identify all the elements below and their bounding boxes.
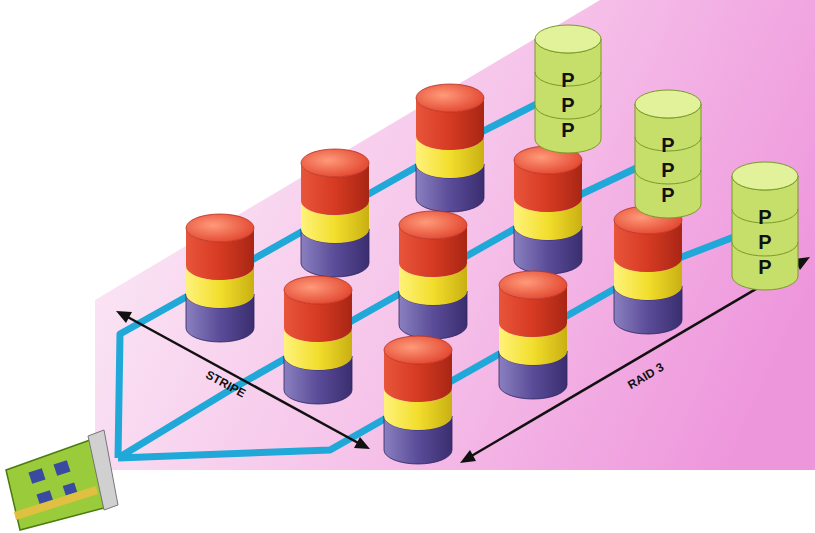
data-disk bbox=[499, 271, 567, 399]
data-disk bbox=[399, 211, 467, 339]
cable bbox=[118, 88, 568, 458]
background-panel bbox=[95, 0, 815, 470]
parity-disk: P P P bbox=[534, 24, 602, 154]
cables bbox=[118, 88, 765, 458]
data-disk bbox=[284, 276, 352, 404]
parity-label: P P P bbox=[558, 68, 578, 143]
data-disks bbox=[186, 84, 682, 464]
controller-card bbox=[6, 430, 118, 530]
stripe-label: STRIPE bbox=[204, 368, 249, 401]
data-disk bbox=[614, 206, 682, 334]
data-disk bbox=[186, 214, 254, 342]
parity-label: P P P bbox=[658, 133, 678, 208]
parity-disk: P P P bbox=[634, 89, 702, 219]
data-disk bbox=[416, 84, 484, 212]
parity-label: P P P bbox=[755, 205, 775, 280]
data-disk bbox=[301, 149, 369, 277]
stripe-arrow bbox=[116, 311, 370, 449]
data-disk bbox=[384, 336, 452, 464]
parity-disk: P P P bbox=[731, 161, 799, 291]
data-disk bbox=[514, 146, 582, 274]
raid-level-label: RAID 3 bbox=[625, 360, 666, 392]
